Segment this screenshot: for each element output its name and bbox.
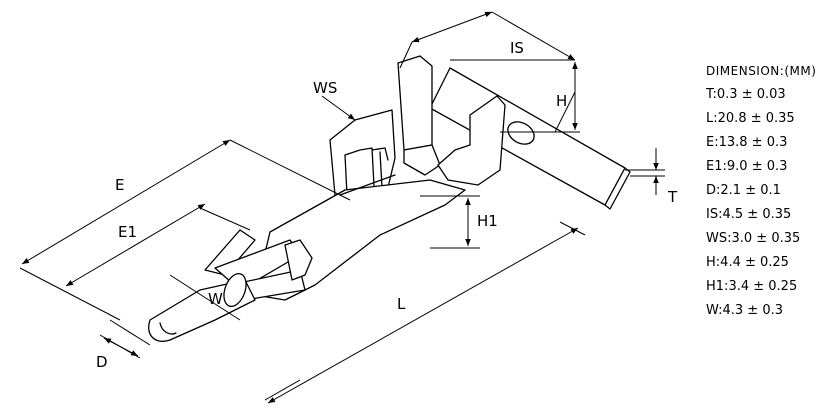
spec-row-l: L:20.8 ± 0.35 bbox=[706, 107, 830, 131]
spec-row-h: H:4.4 ± 0.25 bbox=[706, 251, 830, 275]
spec-value: 20.8 ± 0.35 bbox=[717, 111, 795, 126]
callout-e1: E1 bbox=[118, 223, 137, 241]
spec-value: 13.8 ± 0.3 bbox=[718, 135, 788, 150]
spec-separator: : bbox=[718, 207, 723, 222]
spec-separator: : bbox=[727, 231, 732, 246]
callout-w: W bbox=[208, 290, 223, 308]
spec-row-d: D:2.1 ± 0.1 bbox=[706, 179, 830, 203]
spec-separator: : bbox=[714, 135, 719, 150]
spec-value: 4.3 ± 0.3 bbox=[722, 303, 783, 318]
spec-value: 0.3 ± 0.03 bbox=[716, 87, 786, 102]
dimension-lines bbox=[19, 11, 665, 404]
spec-value: 2.1 ± 0.1 bbox=[720, 183, 781, 198]
spec-value: 3.4 ± 0.25 bbox=[728, 279, 798, 294]
spec-separator: : bbox=[718, 303, 723, 318]
spec-label: E bbox=[706, 135, 715, 150]
spec-label: T bbox=[706, 87, 713, 102]
spec-row-t: T:0.3 ± 0.03 bbox=[706, 83, 830, 107]
spec-separator: : bbox=[715, 255, 721, 270]
spec-row-h1: H1:3.4 ± 0.25 bbox=[706, 275, 830, 299]
spec-value: 9.0 ± 0.3 bbox=[726, 159, 788, 174]
spec-value: 3.0 ± 0.35 bbox=[731, 231, 801, 246]
spec-separator: : bbox=[712, 87, 717, 102]
spec-row-w: W:4.3 ± 0.3 bbox=[706, 299, 830, 323]
spec-label: D bbox=[706, 183, 717, 198]
callout-h: H bbox=[556, 92, 567, 110]
spec-separator: : bbox=[724, 279, 729, 294]
callout-h1: H1 bbox=[477, 212, 498, 230]
callout-t: T bbox=[667, 188, 678, 206]
spec-row-ws: WS:3.0 ± 0.35 bbox=[706, 227, 830, 251]
spec-label: L bbox=[706, 111, 714, 126]
spec-separator: : bbox=[716, 183, 721, 198]
spec-value: 4.4 ± 0.25 bbox=[720, 255, 789, 270]
callout-e: E bbox=[115, 176, 124, 194]
callout-is: IS bbox=[510, 39, 524, 57]
callout-d: D bbox=[96, 353, 108, 371]
spec-label: E1 bbox=[706, 159, 723, 174]
spec-row-is: IS:4.5 ± 0.35 bbox=[706, 203, 830, 227]
spec-separator: : bbox=[713, 111, 718, 126]
spec-label: W bbox=[706, 303, 719, 318]
spec-label: H1 bbox=[706, 279, 725, 294]
spec-value: 4.5 ± 0.35 bbox=[722, 207, 792, 222]
spec-label: IS bbox=[706, 207, 719, 222]
spec-title: DIMENSION:(MM) bbox=[706, 64, 817, 78]
spec-label: WS bbox=[706, 231, 728, 246]
spec-row-e1: E1:9.0 ± 0.3 bbox=[706, 155, 830, 179]
callout-ws: WS bbox=[313, 79, 337, 97]
spec-separator: : bbox=[722, 159, 727, 174]
callout-l: L bbox=[397, 295, 406, 313]
spec-row-e: E:13.8 ± 0.3 bbox=[706, 131, 830, 155]
spec-label: H bbox=[706, 255, 716, 270]
